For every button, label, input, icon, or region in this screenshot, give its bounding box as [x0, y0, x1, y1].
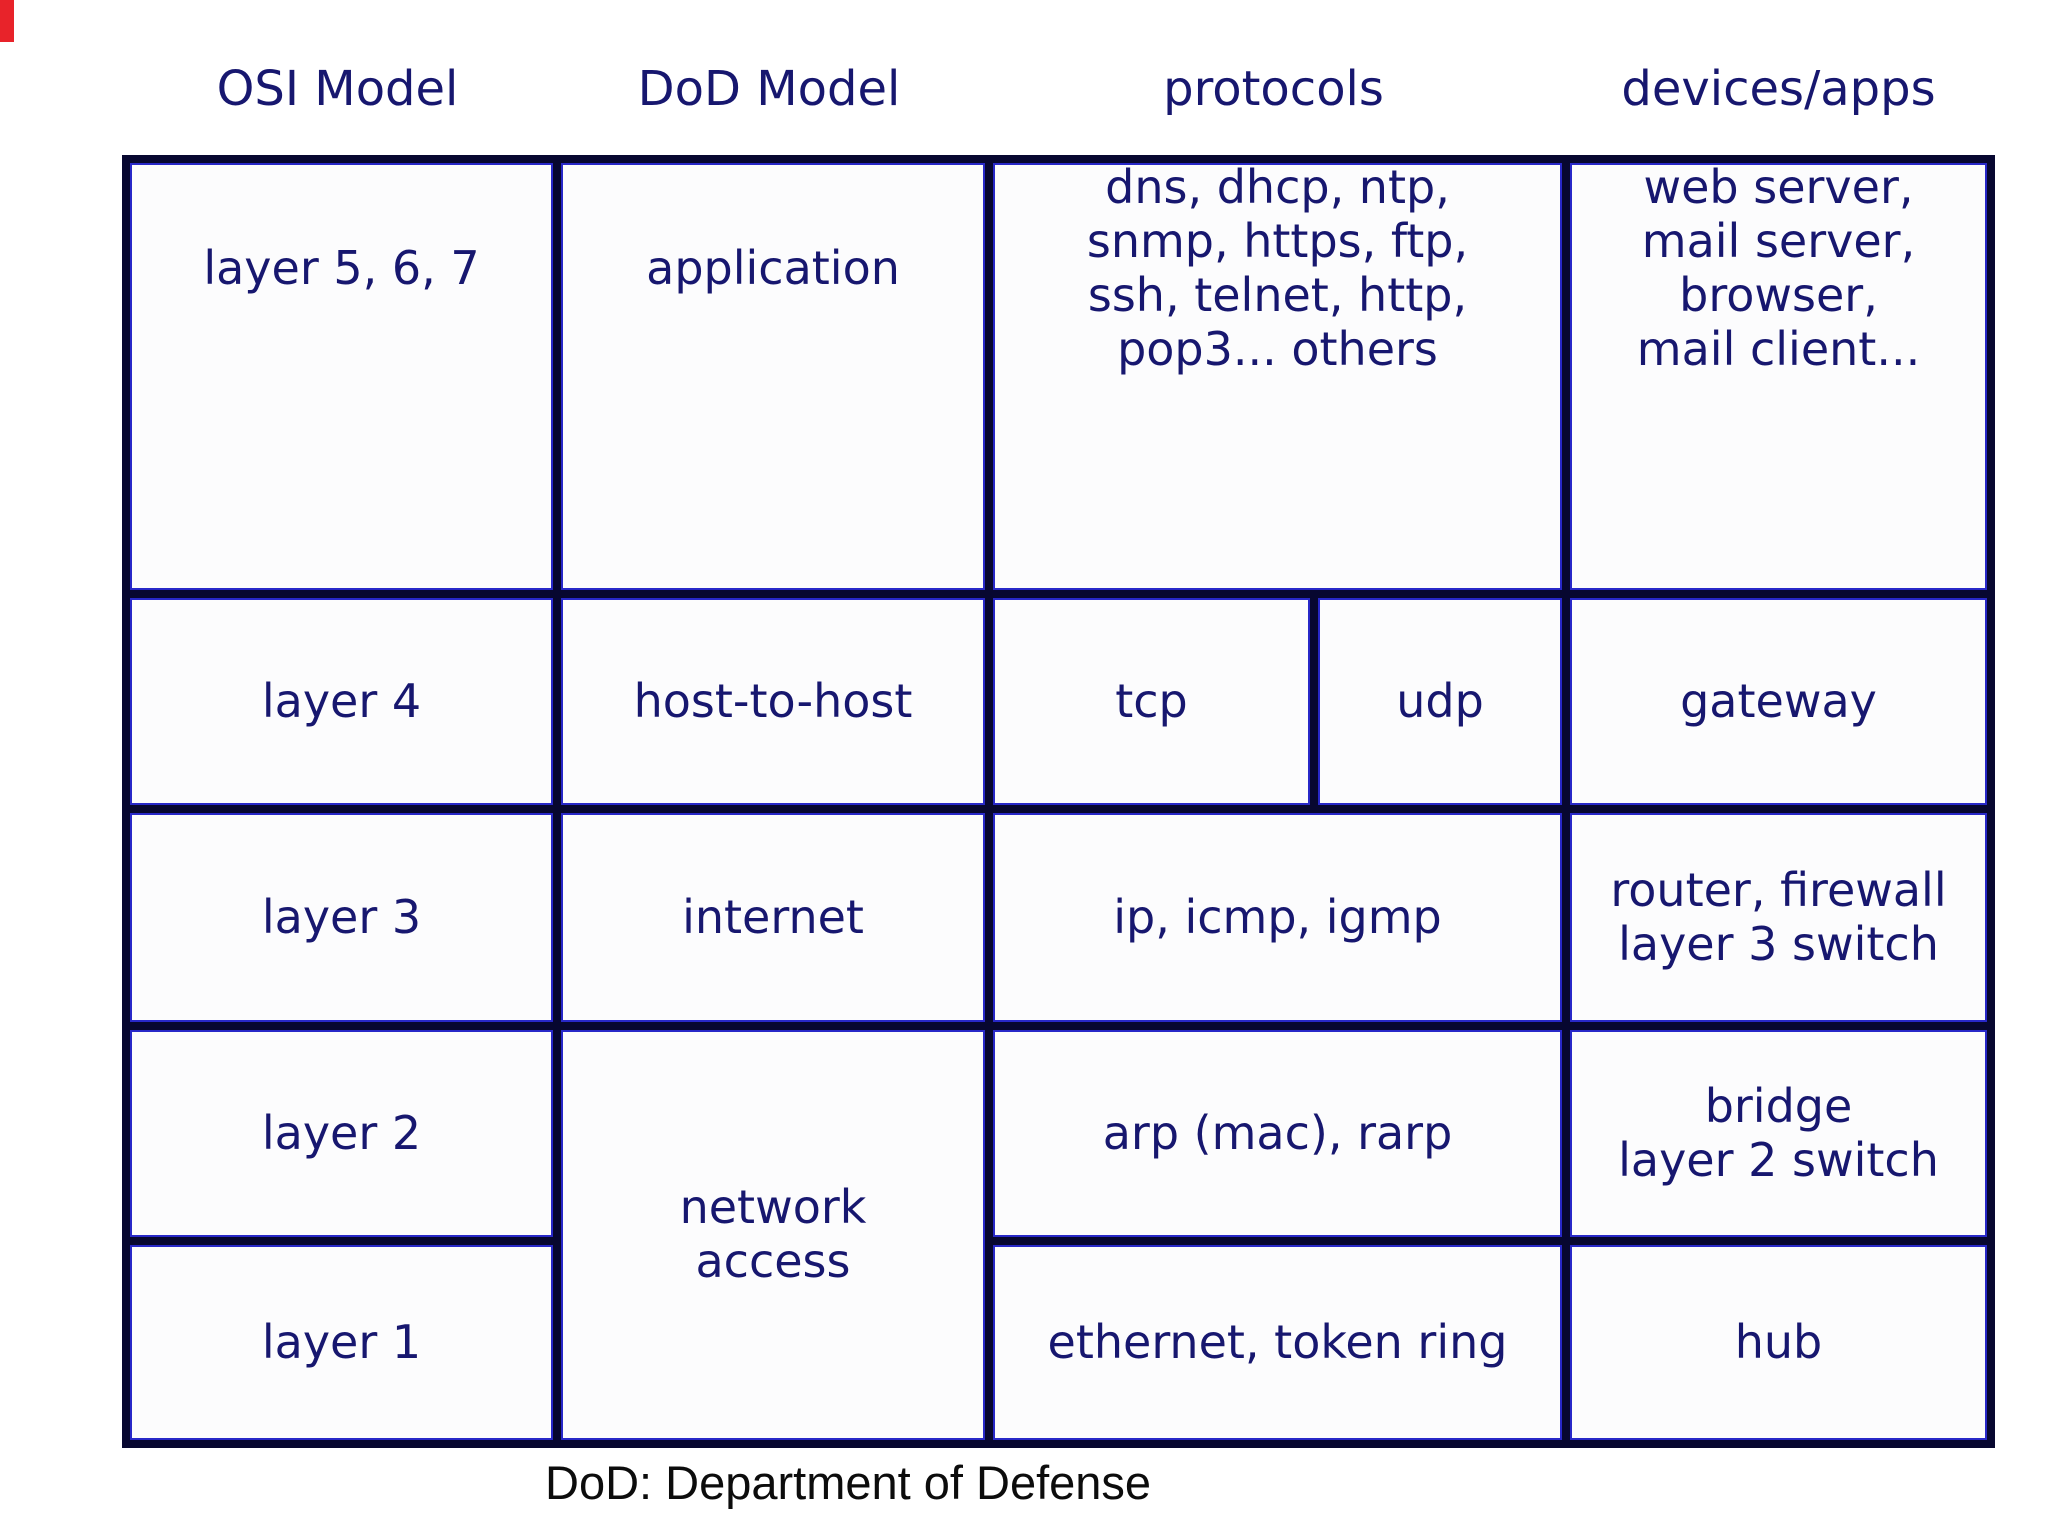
red-marker [0, 0, 14, 42]
cell-protocols-layer-1: ethernet, token ring [993, 1245, 1562, 1440]
column-header-osi-model: OSI Model [216, 61, 459, 117]
column-header-devices-apps: devices/apps [1621, 61, 1936, 117]
cell-dod-internet: internet [561, 813, 985, 1022]
cell-devices-application: web server, mail server, browser, mail c… [1570, 160, 1987, 590]
cell-osi-layer-4: layer 4 [130, 598, 553, 805]
cell-devices-layer-2: bridge layer 2 switch [1570, 1030, 1987, 1237]
model-comparison-table: layer 5, 6, 7 application dns, dhcp, ntp… [122, 155, 1995, 1448]
cell-devices-gateway: gateway [1570, 598, 1987, 805]
cell-protocols-internet: ip, icmp, igmp [993, 813, 1562, 1022]
cell-devices-layer-3: router, firewall layer 3 switch [1570, 813, 1987, 1022]
cell-protocols-layer-2: arp (mac), rarp [993, 1030, 1562, 1237]
cell-protocol-tcp: tcp [993, 598, 1310, 805]
cell-dod-application: application [561, 163, 985, 590]
cell-dod-network-access: network access [561, 1030, 985, 1440]
cell-protocol-udp: udp [1318, 598, 1562, 805]
column-header-protocols: protocols [1163, 61, 1384, 117]
cell-osi-layer-5-6-7: layer 5, 6, 7 [130, 163, 553, 590]
cell-devices-hub: hub [1570, 1245, 1987, 1440]
column-header-dod-model: DoD Model [637, 61, 901, 117]
cell-osi-layer-3: layer 3 [130, 813, 553, 1022]
cell-dod-host-to-host: host-to-host [561, 598, 985, 805]
footer-note: DoD: Department of Defense [545, 1456, 1152, 1509]
cell-osi-layer-1: layer 1 [130, 1245, 553, 1440]
cell-osi-layer-2: layer 2 [130, 1030, 553, 1237]
cell-protocols-application: dns, dhcp, ntp, snmp, https, ftp, ssh, t… [993, 160, 1562, 590]
